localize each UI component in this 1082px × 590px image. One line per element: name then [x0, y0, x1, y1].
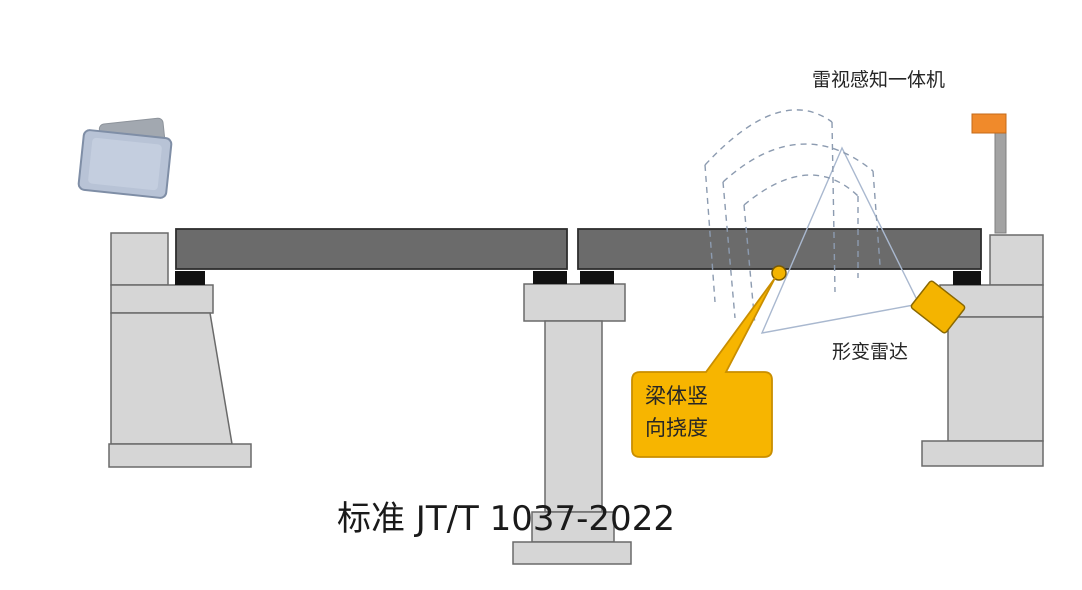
left-abutment — [108, 232, 252, 468]
radar-device-icon — [910, 280, 966, 334]
left-abutment-body — [110, 312, 233, 445]
left-abutment-backwall — [110, 232, 169, 286]
radar-beam — [704, 109, 921, 334]
folder-icon[interactable] — [77, 117, 173, 199]
pier-cap — [523, 283, 626, 322]
right-abutment — [921, 234, 1044, 467]
measure-point-icon — [771, 265, 787, 281]
sensor-unit-label: 雷视感知一体机 — [812, 69, 945, 91]
right-abutment-footing — [921, 440, 1044, 467]
left-abutment-footing — [108, 443, 252, 468]
sensor-unit-icon — [971, 113, 1007, 234]
girder-span-2 — [577, 228, 982, 270]
standard-label: 标准 JT/T 1037-2022 — [337, 499, 675, 539]
middle-pier — [512, 271, 632, 565]
bearing-left — [175, 271, 205, 285]
left-abutment-cap — [110, 284, 214, 314]
bearing-pier-left — [533, 271, 567, 284]
callout-text-line2: 向挠度 — [645, 416, 708, 440]
callout-text-line1: 梁体竖 — [645, 384, 708, 408]
radar-label: 形变雷达 — [832, 341, 908, 363]
deflection-callout: 梁体竖 向挠度 — [631, 277, 776, 458]
pier-footing-lower — [512, 541, 632, 565]
right-abutment-body — [947, 316, 1044, 442]
bearing-pier-right — [580, 271, 614, 284]
pier-column — [544, 320, 603, 513]
right-abutment-backwall — [989, 234, 1044, 286]
girder-span-1 — [175, 228, 568, 270]
bearing-right — [953, 271, 981, 285]
